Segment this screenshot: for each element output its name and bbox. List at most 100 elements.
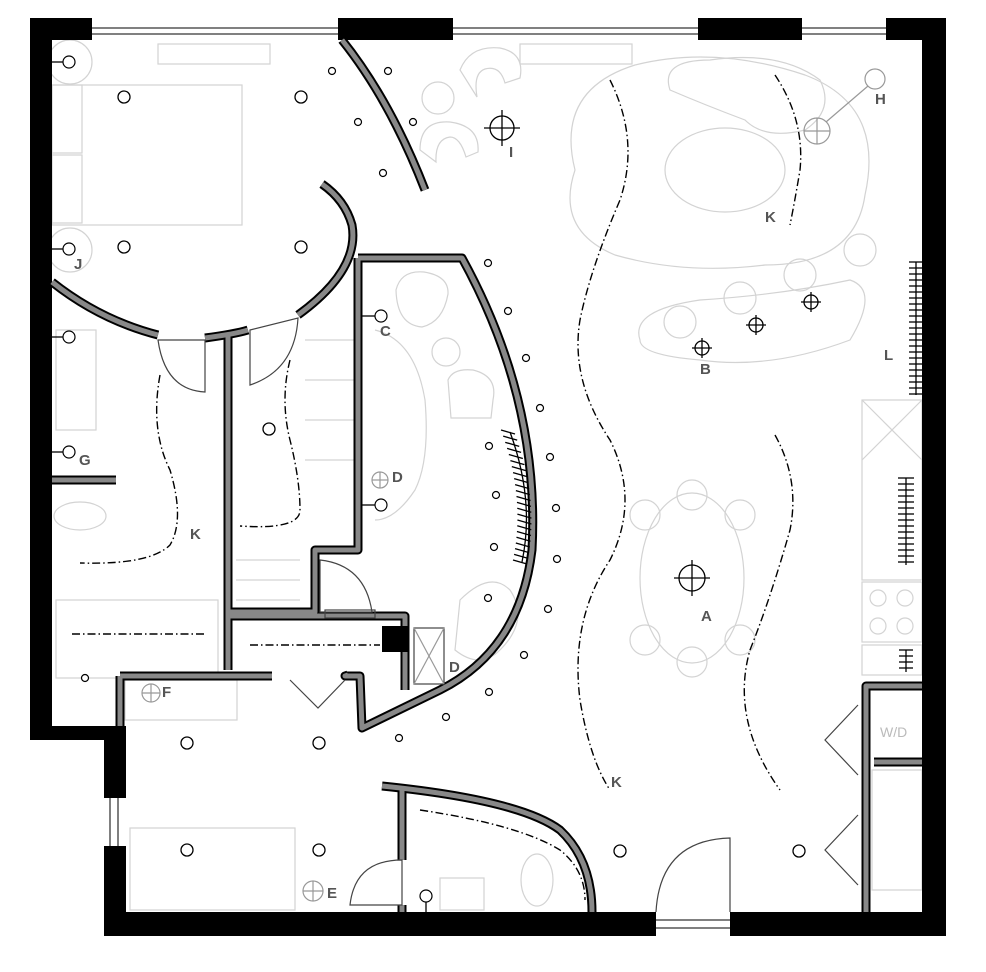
door-swing <box>319 559 373 613</box>
interior-wall-core <box>204 327 249 341</box>
interior-wall-core <box>296 181 356 318</box>
bedroom-window-seat <box>157 43 271 65</box>
k-led-line <box>239 359 301 528</box>
label-a: A <box>701 608 712 625</box>
label-g: G <box>79 452 91 469</box>
k-led-line <box>774 74 802 226</box>
spot-light-icon <box>483 593 493 603</box>
vanity <box>55 329 97 431</box>
spot-light-icon <box>394 733 404 743</box>
k-led-line <box>743 434 794 791</box>
living-window-seat <box>519 43 633 65</box>
interior-wall-core <box>228 613 408 690</box>
labels: A B C D D E F G H I J K K K L W/D <box>74 91 907 902</box>
spot-light-icon <box>378 168 388 178</box>
interior-wall-core <box>228 258 361 615</box>
led-strips <box>500 261 923 672</box>
wall-sconce-icon <box>52 445 76 459</box>
led-lines <box>72 74 802 901</box>
pendant-icon <box>692 338 712 358</box>
label-washer-dryer: W/D <box>880 724 907 740</box>
ceiling-fixture-icon <box>141 683 161 703</box>
interior-wall <box>340 253 538 733</box>
fixtures <box>52 55 886 912</box>
furniture-layer <box>47 39 923 911</box>
wall-light-icon <box>371 471 389 489</box>
interior-wall-core <box>381 783 595 913</box>
spot-light-icon <box>327 66 337 76</box>
label-h: H <box>875 91 886 108</box>
k-led-line <box>79 374 179 564</box>
spot-light-icon <box>551 503 561 513</box>
door-swing <box>249 317 299 386</box>
label-b: B <box>700 361 711 378</box>
spot-light-icon <box>484 441 494 451</box>
pendant-icon <box>484 110 520 146</box>
label-d: D <box>449 659 460 676</box>
spot-light-icon <box>383 66 393 76</box>
recessed-light-icon <box>117 240 131 254</box>
dining-table <box>639 492 745 664</box>
large-pendant-icon <box>674 560 710 596</box>
label-d: D <box>392 469 403 486</box>
spot-light-icon <box>545 452 555 462</box>
pendant-icon <box>746 315 766 335</box>
spot-light-icon <box>484 687 494 697</box>
spot-light-icon <box>519 650 529 660</box>
interior-walls <box>49 37 922 913</box>
recessed-light-icon <box>117 90 131 104</box>
island <box>638 279 866 364</box>
door-swing <box>349 859 403 906</box>
interior-wall-core <box>340 38 428 191</box>
recessed-light-icon <box>180 843 194 857</box>
sink <box>439 877 485 911</box>
interior-wall <box>338 37 430 192</box>
interior-wall-core <box>50 280 159 338</box>
recessed-light-icon <box>294 90 308 104</box>
wall-sconce-icon <box>52 242 76 256</box>
floor-lamp-icon <box>803 68 886 145</box>
k-led-line <box>577 79 629 791</box>
recessed-light-icon <box>312 736 326 750</box>
label-e: E <box>327 885 337 902</box>
recessed-light-icon <box>294 240 308 254</box>
label-j: J <box>74 256 82 273</box>
wall-sconce-icon <box>52 55 76 69</box>
interior-wall-core <box>342 255 536 731</box>
toilet <box>520 853 554 907</box>
recessed-lights <box>117 90 806 858</box>
rug <box>569 56 870 269</box>
guest-bed <box>129 827 296 911</box>
label-c: C <box>380 323 391 340</box>
spot-light-icon <box>483 258 493 268</box>
pendant-icon <box>801 292 821 312</box>
wall-sconce-icon <box>419 889 433 912</box>
led-strip-icon <box>500 429 532 565</box>
interior-wall <box>381 781 597 913</box>
cooktop <box>861 581 923 643</box>
wall-sconce-icon <box>52 330 76 344</box>
spot-light-icon <box>503 306 513 316</box>
spot-light-icon <box>80 673 90 683</box>
spot-light-icon <box>353 117 363 127</box>
door-swing <box>157 339 206 393</box>
spot-light-icon <box>552 554 562 564</box>
led-strip-icon <box>899 649 913 672</box>
recessed-light-icon <box>262 422 276 436</box>
closet <box>871 769 923 891</box>
label-f: F <box>162 684 171 701</box>
ceiling-fixture-icon <box>302 880 324 902</box>
recessed-light-icon <box>180 736 194 750</box>
spot-light-icon <box>408 117 418 127</box>
bathtub <box>55 599 219 679</box>
interior-wall <box>49 278 160 340</box>
armchair <box>419 121 479 164</box>
sofa <box>667 56 826 134</box>
toilet <box>53 501 107 531</box>
label-l: L <box>884 347 893 364</box>
coffee-table <box>664 127 786 213</box>
label-k: K <box>611 774 622 791</box>
led-strip-icon <box>909 261 923 395</box>
interior-wall <box>861 681 922 912</box>
label-i: I <box>509 144 513 161</box>
